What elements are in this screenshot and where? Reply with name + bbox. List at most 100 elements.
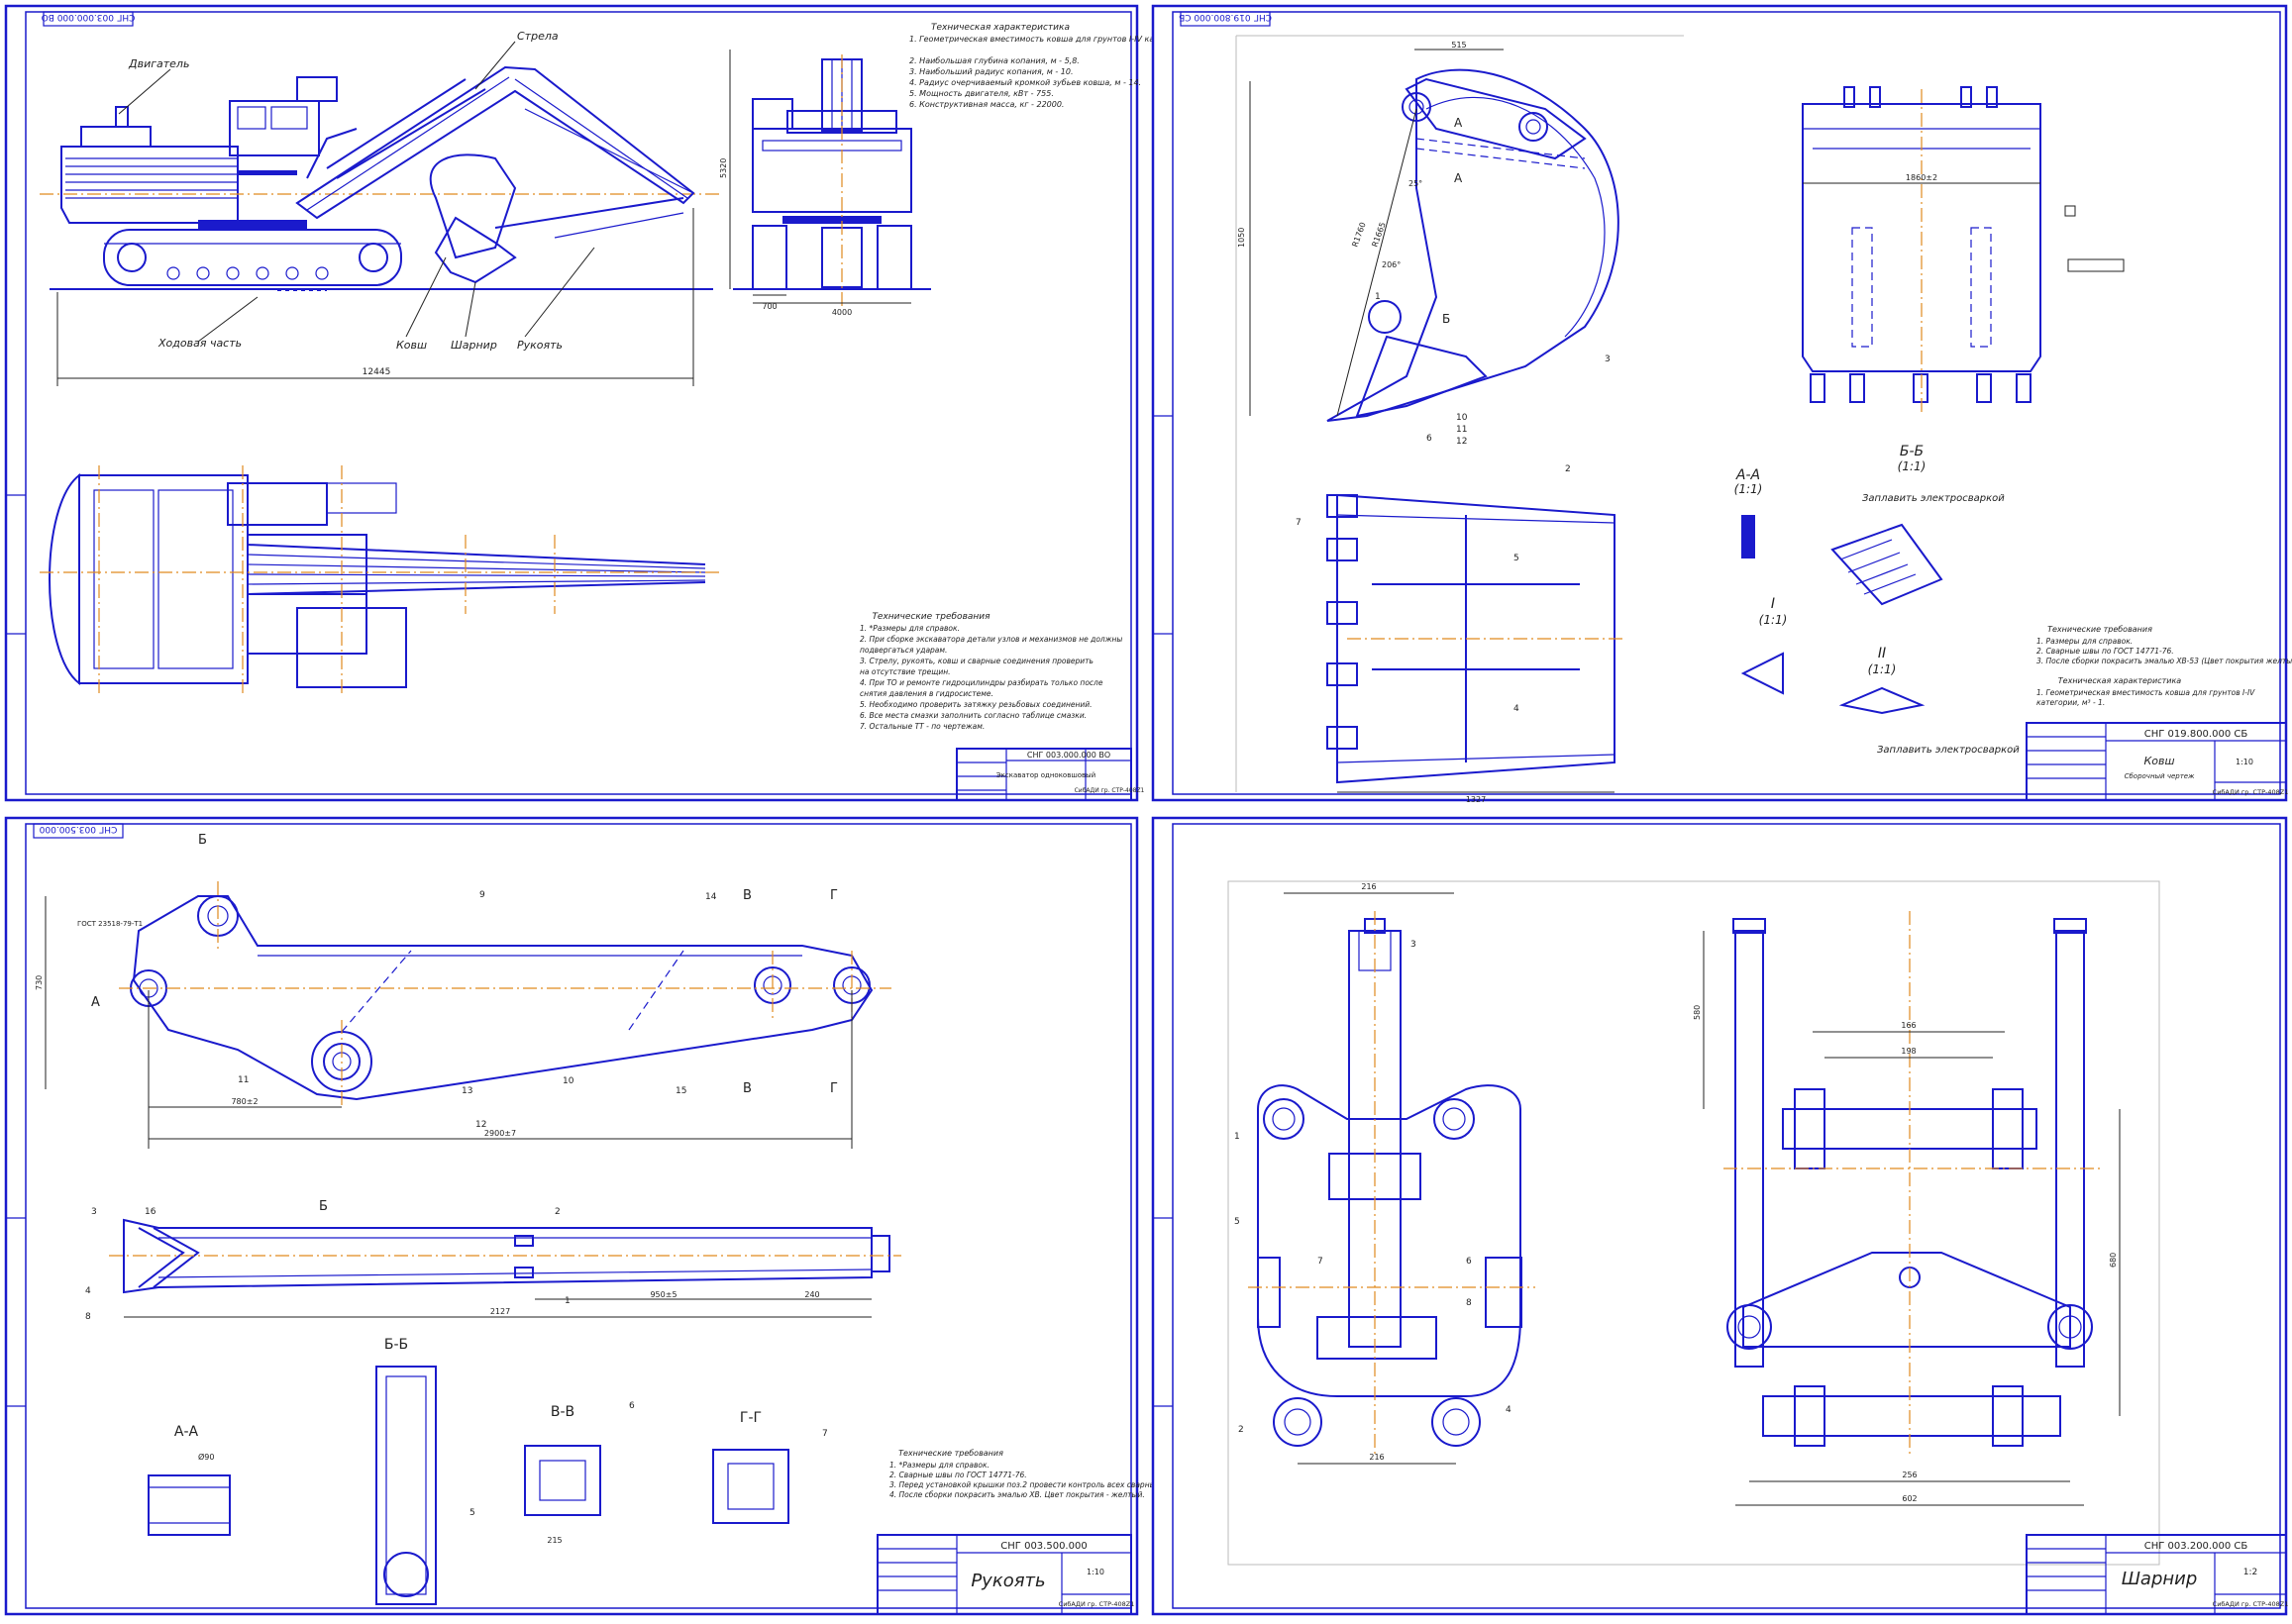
hinge-dim-bottom: 216 [1369, 1453, 1384, 1462]
dim-track: 4000 [832, 308, 852, 317]
bucket-front-view: 1860±2 [1802, 86, 2125, 416]
general-spec-line: 1. Геометрическая вместимость ковша для … [909, 35, 1222, 44]
bucket-view-aa: А-А [1735, 467, 1760, 483]
stick-sec-gg: Г-Г [740, 1410, 762, 1426]
stick-sec-bb: Б-Б [384, 1337, 408, 1353]
bucket-char-line: категории, м³ - 1. [2036, 698, 2105, 707]
stick-req-line: 1. *Размеры для справок. [889, 1461, 990, 1470]
stick-mark-v: В [743, 888, 752, 903]
hinge-pos-2: 2 [1238, 1425, 1244, 1435]
stick-mark-a: А [91, 995, 100, 1010]
stick-mark-g: Г [830, 888, 838, 903]
bucket-view-i-scale: (1:1) [1759, 613, 1788, 627]
hinge-pos-4: 4 [1506, 1405, 1511, 1415]
bucket-view-bb-scale: (1:1) [1898, 459, 1927, 473]
stick-plan: 2127 950±5 240 Б 3 4 8 16 2 1 [85, 1199, 901, 1322]
bucket-weld-1: Заплавить электросваркой [1862, 493, 2005, 504]
bucket-weld-2: Заплавить электросваркой [1877, 745, 2020, 756]
label-stick: Рукоять [517, 339, 563, 352]
stick-pos-2: 2 [555, 1207, 561, 1217]
bucket-view-ii: II [1878, 646, 1886, 661]
bucket-char-title: Техническая характеристика [2058, 676, 2182, 685]
stick-req-line: 4. После сборки покрасить эмалью ХВ. Цве… [889, 1490, 1145, 1499]
bucket-plan-view: 1327 2 5 4 7 [1296, 464, 1624, 804]
stick-mark-b3: Б [319, 1199, 328, 1214]
stick-stamp-org: СибАДИ гр. СТР-408Z1 [1059, 1600, 1135, 1608]
sheet-bucket: СНГ 019.800.000 СБ 1050 515 R1760 R1665 … [1151, 4, 2292, 804]
general-req-line: на отсутствие трещин. [860, 667, 951, 676]
label-boom: Стрела [517, 30, 559, 43]
hinge-dim-h1: 580 [1693, 1005, 1702, 1020]
hinge-front-view: 166 198 256 602 580 680 [1693, 911, 2121, 1506]
stick-pos-7: 7 [822, 1429, 828, 1439]
bucket-view-i: I [1771, 596, 1775, 612]
excavator-front-view: 5320 4000 700 [719, 50, 931, 317]
stick-sections: А-А Ø90 Б-Б 5 В-В 6 Г-Г 7 215 [148, 1337, 828, 1605]
bucket-stamp-scale: 1:10 [2236, 758, 2253, 766]
general-spec-line: 4. Радиус очерчиваемый кромкой зубьев ко… [909, 78, 1141, 87]
stick-dim-wide: 2127 [490, 1307, 510, 1316]
stick-dim-h: 730 [35, 975, 44, 990]
general-stamp-name: Экскаватор одноковшовый [996, 771, 1095, 779]
stick-sec-vv: В-В [551, 1404, 574, 1420]
general-spec-line: 3. Наибольший радиус копания, м - 10. [909, 67, 1074, 76]
hinge-pos-1: 1 [1234, 1132, 1240, 1142]
stick-mark-g2: Г [830, 1081, 838, 1096]
label-undercarriage: Ходовая часть [157, 337, 242, 350]
stick-pos-5: 5 [469, 1508, 475, 1518]
stick-pos-9: 9 [479, 890, 485, 900]
general-req-line: подвергаться ударам. [860, 646, 947, 655]
stick-dim-h2: 215 [547, 1536, 562, 1545]
hinge-stamp-code: СНГ 003.200.000 СБ [2144, 1541, 2248, 1552]
hinge-dim-w3: 256 [1902, 1471, 1917, 1479]
hinge-side-view: 216 216 3 1 5 7 6 8 2 4 [1234, 882, 1535, 1465]
bucket-mark-b: Б [1442, 312, 1450, 326]
stick-pos-3: 3 [91, 1207, 97, 1217]
label-bucket: Ковш [396, 339, 427, 352]
hinge-dim-w4: 602 [1902, 1494, 1917, 1503]
general-stamp-org: СибАДИ гр. СТР-408Z1 [1075, 787, 1145, 794]
bucket-stamp-name: Ковш [2143, 755, 2174, 767]
bucket-view-ii-scale: (1:1) [1868, 662, 1897, 676]
stick-req-title: Технические требования [898, 1449, 1003, 1458]
stick-dim-total: 2900±7 [484, 1129, 516, 1138]
hinge-pos-5: 5 [1234, 1217, 1240, 1227]
bucket-pos-11: 11 [1456, 425, 1467, 435]
general-spec-title: Техническая характеристика [931, 23, 1070, 33]
bucket-title-block: СНГ 019.800.000 СБ Ковш Сборочный чертеж… [2026, 722, 2288, 801]
bucket-dim-len: 1327 [1466, 795, 1486, 804]
bucket-requirements: Технические требования 1. Размеры для сп… [2036, 625, 2292, 707]
stick-pos-4: 4 [85, 1286, 91, 1296]
label-hinge: Шарнир [451, 339, 497, 352]
general-req-line: 2. При сборке экскаватора детали узлов и… [860, 635, 1122, 644]
general-req-line: 1. *Размеры для справок. [860, 624, 960, 633]
stick-stamp-name: Рукоять [971, 1571, 1045, 1591]
bucket-pos-1: 1 [1375, 292, 1381, 302]
bucket-char-line: 1. Геометрическая вместимость ковша для … [2036, 688, 2255, 697]
hinge-title-block: СНГ 003.200.000 СБ Шарнир 1:2 СибАДИ гр.… [2026, 1534, 2289, 1615]
excavator-side-view: Двигатель Стрела Ходовая часть Ковш Шарн… [40, 30, 723, 386]
stick-pos-10: 10 [563, 1076, 574, 1086]
dim-height: 5320 [719, 158, 728, 178]
bucket-pos-5: 5 [1513, 554, 1519, 563]
hinge-pos-3: 3 [1410, 940, 1416, 950]
general-req-line: снятия давления в гидросистеме. [860, 689, 993, 698]
hinge-dim-w2: 198 [1901, 1047, 1916, 1056]
stick-code: СНГ 003.500.000 [39, 824, 117, 834]
stick-pos-11: 11 [238, 1075, 249, 1085]
stick-stamp-code: СНГ 003.500.000 [1000, 1541, 1087, 1552]
bucket-mark-a2: А [1454, 171, 1463, 185]
dim-track-width: 700 [762, 302, 777, 311]
hinge-stamp-org: СибАДИ гр. СТР-408Z1 [2213, 1600, 2289, 1608]
label-engine: Двигатель [128, 57, 189, 70]
bucket-req-title: Технические требования [2047, 625, 2152, 634]
hinge-pos-6: 6 [1466, 1257, 1472, 1267]
general-req-line: 4. При ТО и ремонте гидроцилиндры разбир… [860, 678, 1103, 687]
bucket-dim-ang1: 206° [1382, 260, 1401, 269]
stick-req-line: 2. Сварные швы по ГОСТ 14771-76. [889, 1471, 1027, 1479]
general-requirements: Технические требования 1. *Размеры для с… [860, 612, 1122, 731]
hinge-dim-w1: 166 [1901, 1021, 1916, 1030]
hinge-pos-7: 7 [1317, 1257, 1323, 1267]
bucket-stamp-code: СНГ 019.800.000 СБ [2144, 729, 2248, 740]
